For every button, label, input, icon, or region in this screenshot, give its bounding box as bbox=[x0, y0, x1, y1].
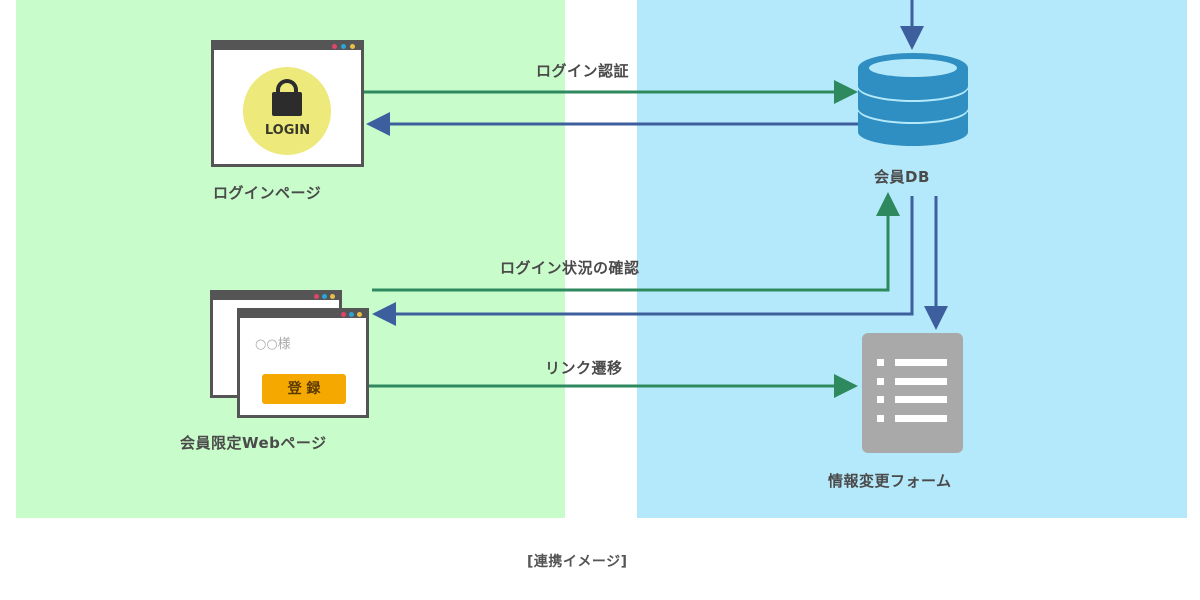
member-page-window[interactable]: ○○様 登 録 bbox=[237, 308, 369, 418]
login-page-label: ログインページ bbox=[213, 184, 322, 202]
login-status-check-label: ログイン状況の確認 bbox=[500, 259, 640, 277]
member-page-label: 会員限定Webページ bbox=[180, 434, 327, 452]
login-status-check-arrow bbox=[372, 192, 900, 292]
login-status-response-arrow bbox=[372, 196, 914, 326]
lock-body bbox=[272, 92, 302, 116]
login-auth-label: ログイン認証 bbox=[536, 62, 630, 80]
login-icon-text: LOGIN bbox=[264, 123, 311, 138]
member-name-text: ○○様 bbox=[255, 337, 291, 352]
link-transition-label: リンク遷移 bbox=[545, 359, 623, 377]
register-button[interactable]: 登 録 bbox=[262, 374, 346, 404]
member-db-label: 会員DB bbox=[874, 168, 930, 186]
lock-icon bbox=[276, 79, 298, 93]
info-form-label: 情報変更フォーム bbox=[828, 472, 952, 490]
diagram-caption: [連携イメージ] bbox=[527, 554, 628, 570]
login-page-window[interactable]: LOGIN bbox=[211, 40, 364, 167]
form-list-icon bbox=[862, 333, 963, 453]
